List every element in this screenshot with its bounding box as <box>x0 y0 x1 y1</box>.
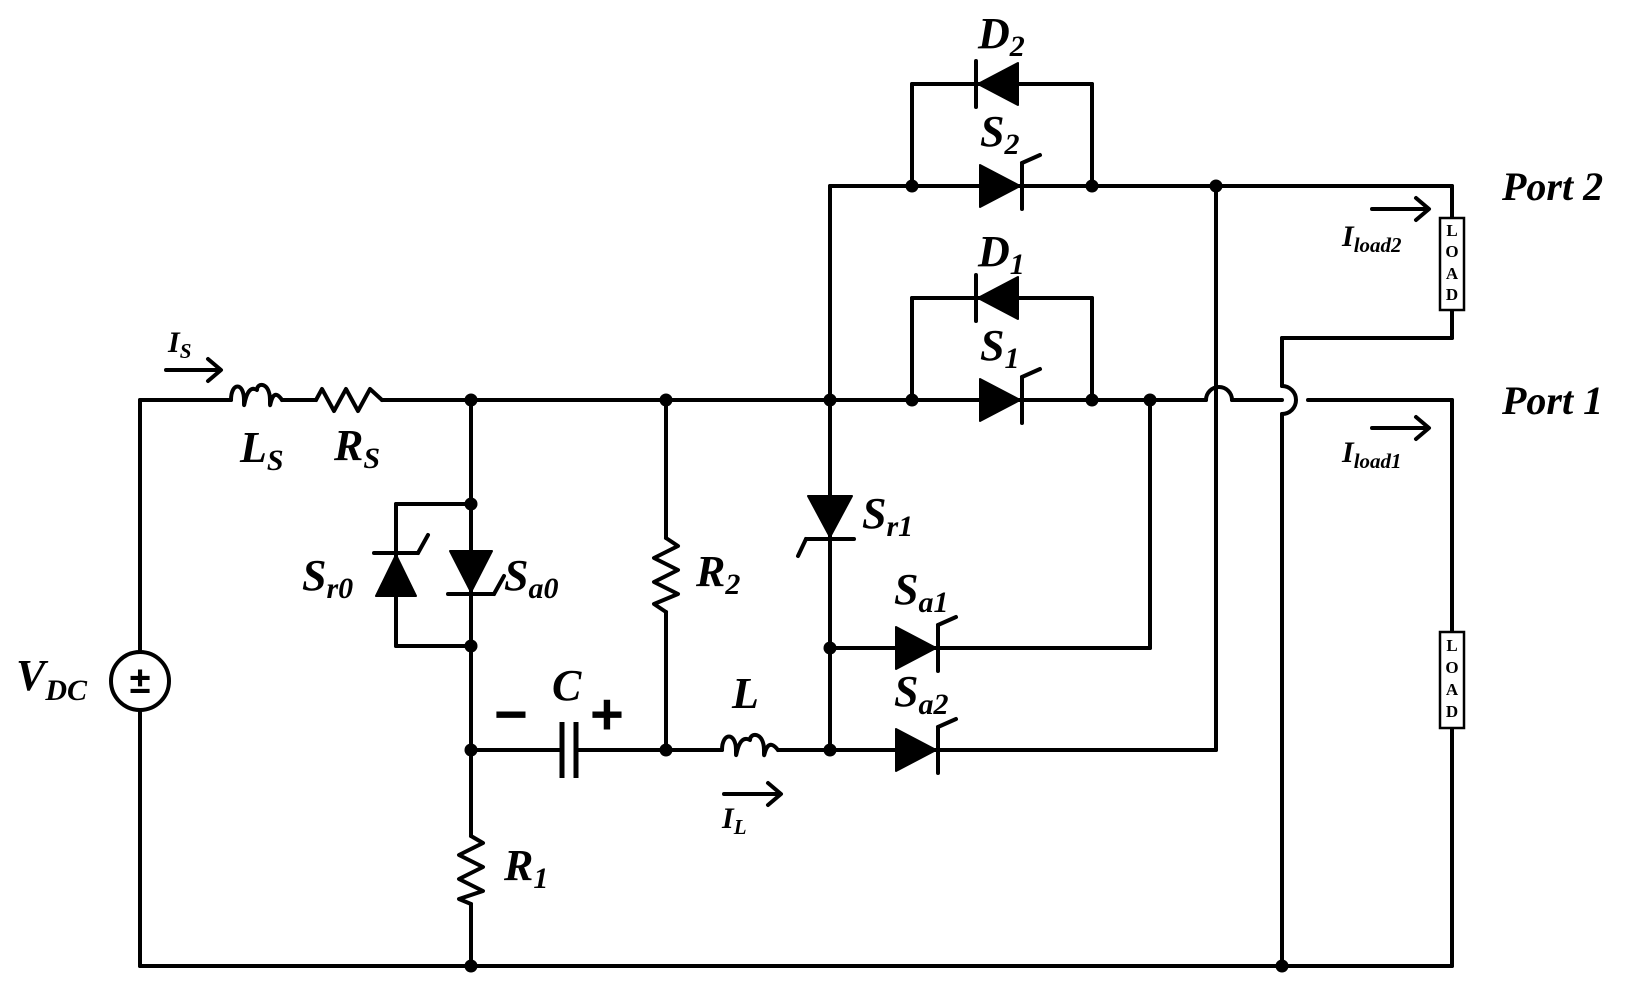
label-r1: R1 <box>503 841 548 895</box>
label-l: L <box>731 669 759 718</box>
crossover-hop-2 <box>1280 384 1298 416</box>
load-box-2-outline <box>1438 216 1466 312</box>
dc-source: ± <box>109 650 171 712</box>
junction-dot <box>1275 959 1289 973</box>
crossover-hop-1 <box>1204 385 1234 402</box>
diode-d1 <box>974 273 1019 323</box>
junction-dot <box>1085 393 1099 407</box>
junction-dot <box>1143 393 1157 407</box>
junction-dot <box>464 639 478 653</box>
thyristor-sa1-body <box>895 626 937 670</box>
junction-dot <box>905 393 919 407</box>
dc-source-circle <box>109 650 171 712</box>
thyristor-s2 <box>979 153 1042 211</box>
label-port2: Port 2 <box>1501 164 1603 209</box>
label-d1: D1 <box>977 227 1025 281</box>
arrow-iload2 <box>1370 196 1431 222</box>
capacitor-c <box>559 722 579 778</box>
load-box-2-letter: A <box>1446 264 1459 283</box>
label-sa0: Sa0 <box>504 551 558 605</box>
thyristor-sa0-body <box>449 550 493 593</box>
wires <box>138 82 1454 968</box>
label-sr0: Sr0 <box>302 551 353 605</box>
diode-d1-body <box>977 276 1019 320</box>
label-sr1: Sr1 <box>862 489 913 543</box>
resistor-r2 <box>652 536 680 614</box>
thyristor-sa0 <box>446 550 506 596</box>
label-d2: D2 <box>977 9 1025 63</box>
junction-dot <box>659 393 673 407</box>
label-sa2: Sa2 <box>894 667 948 721</box>
thyristor-sa2 <box>895 717 958 775</box>
label-s2: S2 <box>980 107 1019 161</box>
label-is: IS <box>167 326 191 363</box>
inductor-l <box>720 732 780 758</box>
junction-dot <box>659 743 673 757</box>
thyristor-sr1 <box>796 495 856 558</box>
load-box-1-letter: O <box>1445 658 1458 677</box>
inductor-ls <box>229 382 284 408</box>
label-iload2: Iload2 <box>1341 220 1402 257</box>
junction-dot <box>1209 179 1223 193</box>
dc-source-polarity: ± <box>130 660 151 702</box>
arrow-il <box>722 781 783 807</box>
label-r2: R2 <box>695 547 740 601</box>
label-ls: LS <box>239 423 284 477</box>
load-box-2: L O A D <box>1438 216 1466 312</box>
thyristor-sa1 <box>895 615 958 673</box>
junction-dot <box>823 743 837 757</box>
load-box-2-letter: L <box>1446 221 1457 240</box>
thyristor-sr0 <box>372 533 430 597</box>
junction-dot <box>823 641 837 655</box>
thyristor-sr0-gate <box>416 533 430 555</box>
labels: VDC IS LS RS Sr0 Sa0 R2 R1 C − + L IL Sr… <box>16 9 1603 895</box>
thyristor-s1 <box>979 367 1042 425</box>
load-box-1-letter: D <box>1446 702 1458 721</box>
thyristor-sr1-gate <box>796 537 808 558</box>
load-box-1: L O A D <box>1438 630 1466 730</box>
thyristor-sa0-gate <box>492 574 506 596</box>
load-box-2-letter: O <box>1445 242 1458 261</box>
label-vdc: VDC <box>16 651 88 707</box>
junction-dot <box>464 743 478 757</box>
label-c-positive: + <box>590 682 624 747</box>
diode-d2 <box>974 59 1019 109</box>
thyristor-s2-gate <box>1020 153 1042 165</box>
label-s1: S1 <box>980 321 1019 375</box>
thyristor-s1-body <box>979 378 1021 422</box>
load-box-1-letter: A <box>1446 680 1459 699</box>
junction-dot <box>464 959 478 973</box>
junction-dot <box>1085 179 1099 193</box>
arrow-iload1 <box>1370 415 1431 441</box>
junction-dot <box>823 393 837 407</box>
current-arrows <box>164 196 1431 807</box>
junction-dot <box>905 179 919 193</box>
thyristor-sr1-body <box>807 495 853 538</box>
thyristor-sa2-body <box>895 728 937 772</box>
label-port1: Port 1 <box>1501 378 1603 423</box>
label-c: C <box>552 661 582 710</box>
junction-dot <box>464 497 478 511</box>
label-sa1: Sa1 <box>894 565 948 619</box>
resistor-r1 <box>457 834 485 906</box>
junction-dot <box>464 393 478 407</box>
thyristor-sa1-gate <box>936 615 958 627</box>
label-iload1: Iload1 <box>1341 436 1402 473</box>
label-il: IL <box>721 802 747 839</box>
arrow-is <box>164 357 223 383</box>
load-box-1-outline <box>1438 630 1466 730</box>
label-c-negative: − <box>494 682 528 747</box>
diode-d2-body <box>977 62 1019 106</box>
thyristor-s1-gate <box>1020 367 1042 379</box>
resistor-rs <box>314 387 384 413</box>
junctions <box>464 179 1289 973</box>
label-rs: RS <box>333 421 380 475</box>
thyristor-sr0-body <box>375 554 417 597</box>
load-box-2-letter: D <box>1446 285 1458 304</box>
load-box-1-letter: L <box>1446 636 1457 655</box>
thyristor-s2-body <box>979 164 1021 208</box>
thyristor-sa2-gate <box>936 717 958 729</box>
